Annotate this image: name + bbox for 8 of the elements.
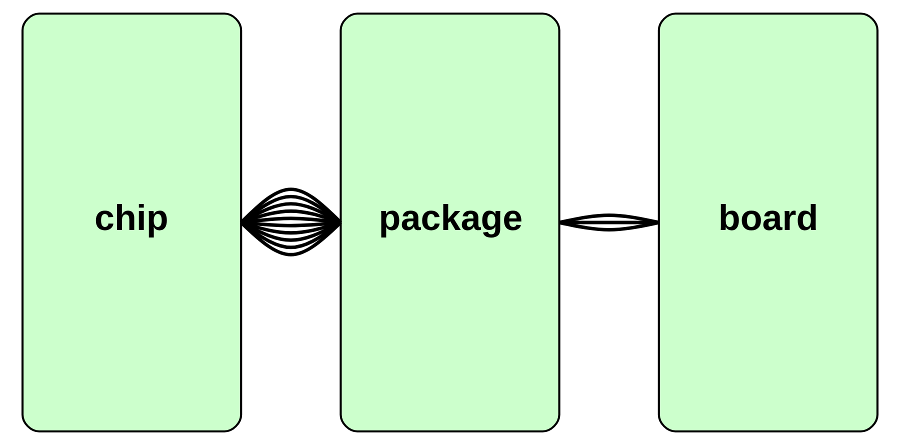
connector — [558, 220, 660, 232]
connector — [240, 221, 342, 256]
connector — [558, 214, 660, 224]
connector — [240, 188, 342, 224]
node-box: chip — [22, 12, 242, 432]
connector — [559, 220, 659, 224]
node-box: package — [340, 12, 560, 432]
node-box: board — [658, 12, 878, 432]
